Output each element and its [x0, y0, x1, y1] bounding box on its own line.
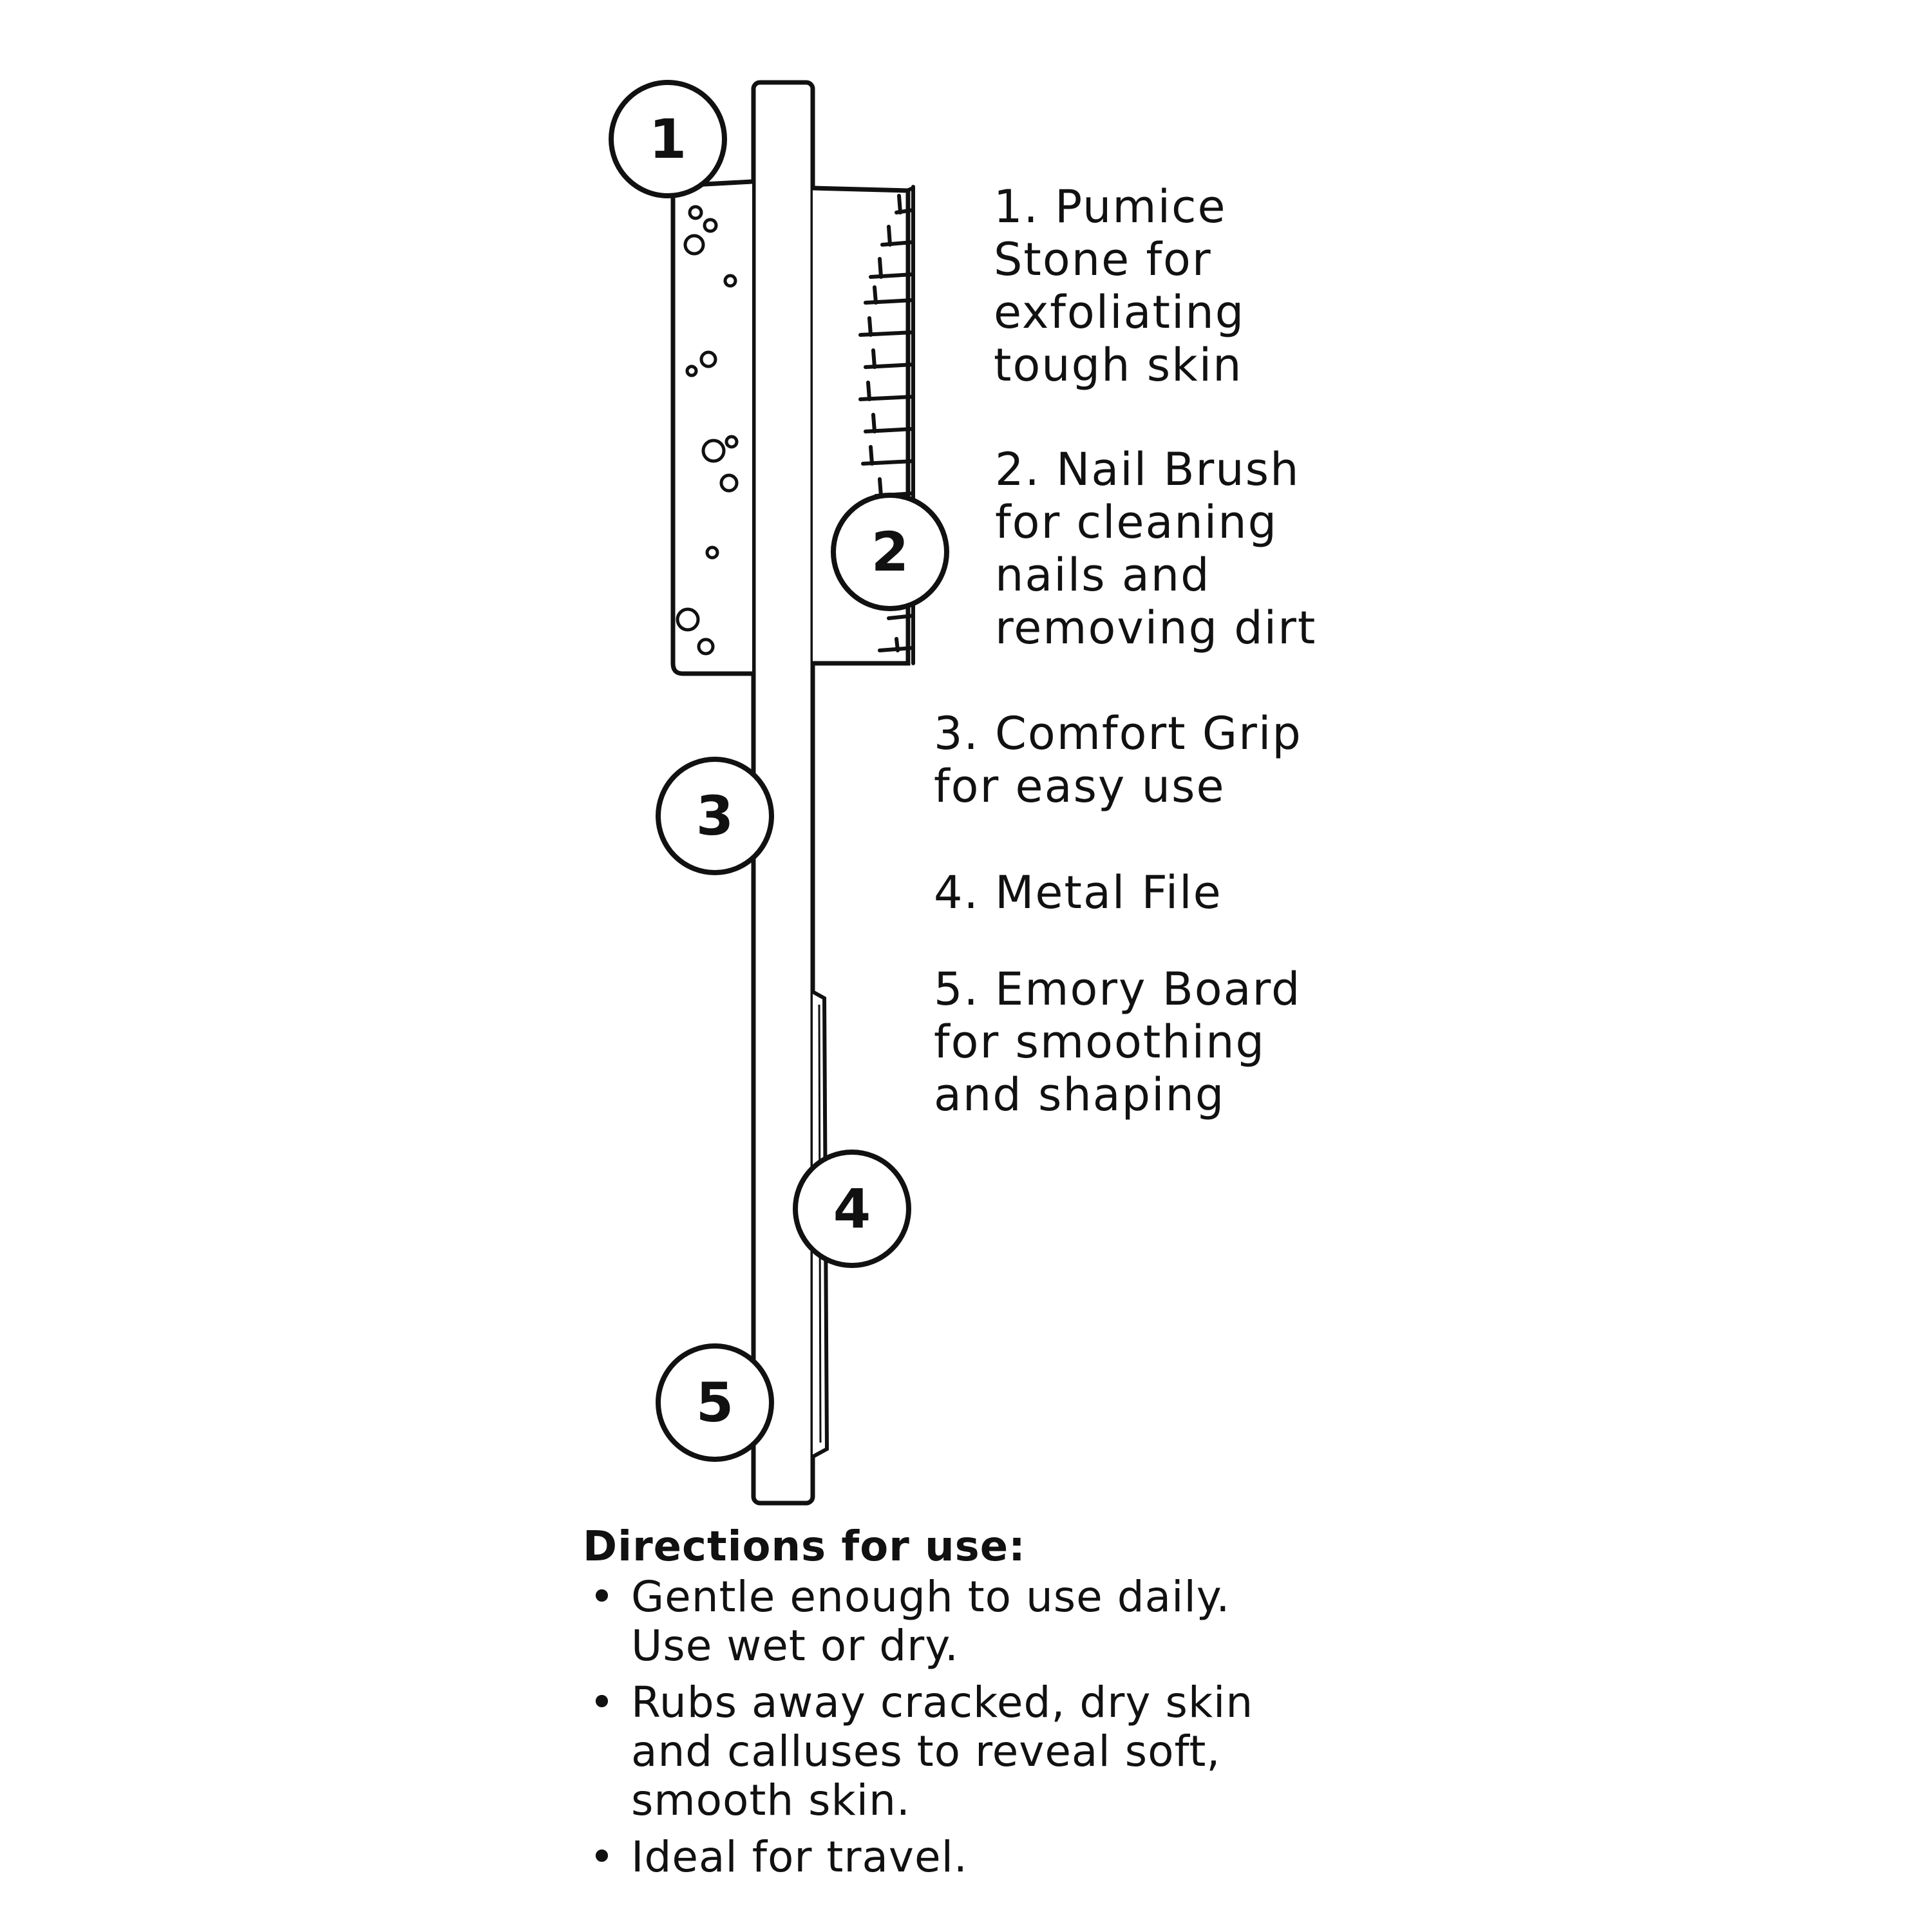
list-item: • Ideal for travel. — [583, 1833, 1420, 1882]
bullet-icon: • — [589, 1832, 615, 1882]
callout-number-3: 3 — [696, 784, 734, 848]
label-line: 2. Nail Brush — [995, 443, 1300, 496]
label-metal-file: 4. Metal File — [934, 866, 1222, 919]
callout-1: 1 — [609, 80, 727, 198]
label-comfort-grip: 3. Comfort Grip for easy use — [934, 707, 1302, 813]
label-line: for cleaning — [995, 496, 1278, 549]
callout-5: 5 — [656, 1343, 774, 1462]
directions-line: Gentle enough to use daily. — [631, 1572, 1231, 1622]
callout-number-4: 4 — [833, 1177, 871, 1240]
callout-circle-3 — [656, 757, 774, 875]
callout-circle-4 — [793, 1150, 911, 1268]
pumice-stone — [670, 179, 753, 676]
directions-line: Rubs away cracked, dry skin — [631, 1678, 1254, 1727]
bullet-icon: • — [589, 1572, 615, 1622]
label-line: tough skin — [994, 339, 1243, 392]
directions-line: Use wet or dry. — [631, 1621, 959, 1671]
label-line: removing dirt — [995, 601, 1317, 654]
label-line: for easy use — [934, 760, 1226, 813]
list-item: • Gentle enough to use daily. Use wet or… — [583, 1573, 1420, 1671]
label-line: 1. Pumice — [994, 180, 1227, 233]
callout-circle-1 — [609, 80, 727, 198]
callout-number-5: 5 — [696, 1371, 734, 1434]
directions-list: • Gentle enough to use daily. Use wet or… — [583, 1573, 1420, 1882]
label-line: for smoothing — [934, 1016, 1265, 1068]
directions-line: and calluses to reveal soft, — [631, 1727, 1221, 1776]
directions-line: Ideal for travel. — [631, 1832, 968, 1882]
pumice-pores — [676, 205, 739, 656]
label-line: 3. Comfort Grip — [934, 707, 1302, 760]
callout-2: 2 — [831, 493, 949, 611]
callout-4: 4 — [793, 1150, 911, 1268]
label-line: exfoliating — [994, 286, 1245, 339]
callout-circle-5 — [656, 1343, 774, 1462]
callout-number-1: 1 — [649, 108, 687, 171]
label-nail-brush: 2. Nail Brush for cleaning nails and rem… — [995, 443, 1316, 654]
bullet-icon: • — [589, 1678, 615, 1727]
label-line: 4. Metal File — [934, 866, 1222, 919]
label-line: 5. Emory Board — [934, 963, 1302, 1016]
callout-number-2: 2 — [871, 520, 909, 583]
label-line: nails and — [995, 549, 1211, 601]
list-item: • Rubs away cracked, dry skin and callus… — [583, 1678, 1420, 1825]
callout-circle-2 — [831, 493, 949, 611]
callout-3: 3 — [656, 757, 774, 875]
label-line: and shaping — [934, 1068, 1226, 1121]
directions-heading: Directions for use: — [583, 1523, 1026, 1571]
label-pumice-stone: 1. Pumice Stone for exfoliating tough sk… — [994, 180, 1245, 392]
label-line: Stone for — [994, 233, 1212, 286]
directions-line: smooth skin. — [631, 1776, 911, 1825]
directions-section: Directions for use: • Gentle enough to u… — [583, 1521, 1420, 1889]
label-emory-board: 5. Emory Board for smoothing and shaping — [934, 963, 1301, 1121]
